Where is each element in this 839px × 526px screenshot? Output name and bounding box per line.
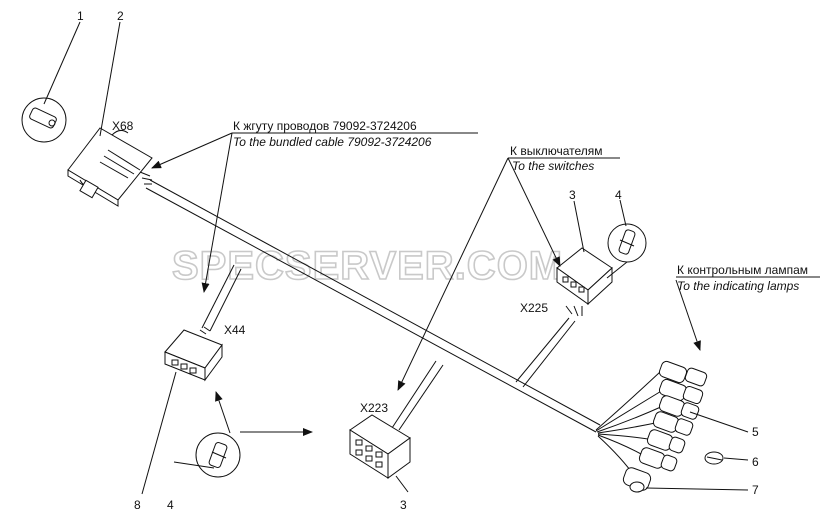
callout-1: 1 [77,9,84,23]
connector-x225 [556,247,613,317]
lamp-terminal [658,378,704,405]
callout-5: 5 [752,425,759,439]
lamp-terminal [658,360,708,387]
label-x68: X68 [112,119,134,133]
label-switches-en: To the switches [512,159,594,173]
lamp-terminals [595,360,708,493]
callout-4-bottom: 4 [167,498,174,512]
callout-3-bottom: 3 [400,498,407,512]
callout-2: 2 [117,9,124,23]
connector-x68 [67,127,153,207]
callout-4-top: 4 [615,188,622,202]
callout-6: 6 [752,455,759,469]
lamp-terminal [652,411,694,436]
callout-7: 7 [752,483,759,497]
label-x225: X225 [520,301,548,315]
connector-x223 [349,414,411,479]
label-lamps-en: To the indicating lamps [677,279,799,293]
label-x44: X44 [224,323,246,337]
label-lamps-ru: К контрольным лампам [677,263,808,277]
branch-x44 [201,264,242,332]
pointer-lines [43,21,820,495]
detail-part-1 [21,97,67,143]
detail-part-4-bottom [195,432,241,478]
detail-part-6 [704,451,724,465]
lamp-terminal [658,395,700,420]
lamp-terminal [638,447,678,472]
branch-x225 [515,317,576,388]
connector-x44 [164,326,223,382]
label-bundle-ru: К жгуту проводов 79092-3724206 [233,119,417,133]
watermark: SPECSERVER.COM [172,244,563,288]
label-switches-ru: К выключателям [510,144,603,158]
label-bundle-en: To the bundled cable 79092-3724206 [233,135,432,149]
label-x223: X223 [360,401,388,415]
lamp-terminal [622,467,652,493]
lamp-terminal [646,429,686,454]
detail-part-4-top [607,223,647,263]
callout-8: 8 [134,498,141,512]
callout-3-top: 3 [569,188,576,202]
branch-x223 [391,360,444,431]
